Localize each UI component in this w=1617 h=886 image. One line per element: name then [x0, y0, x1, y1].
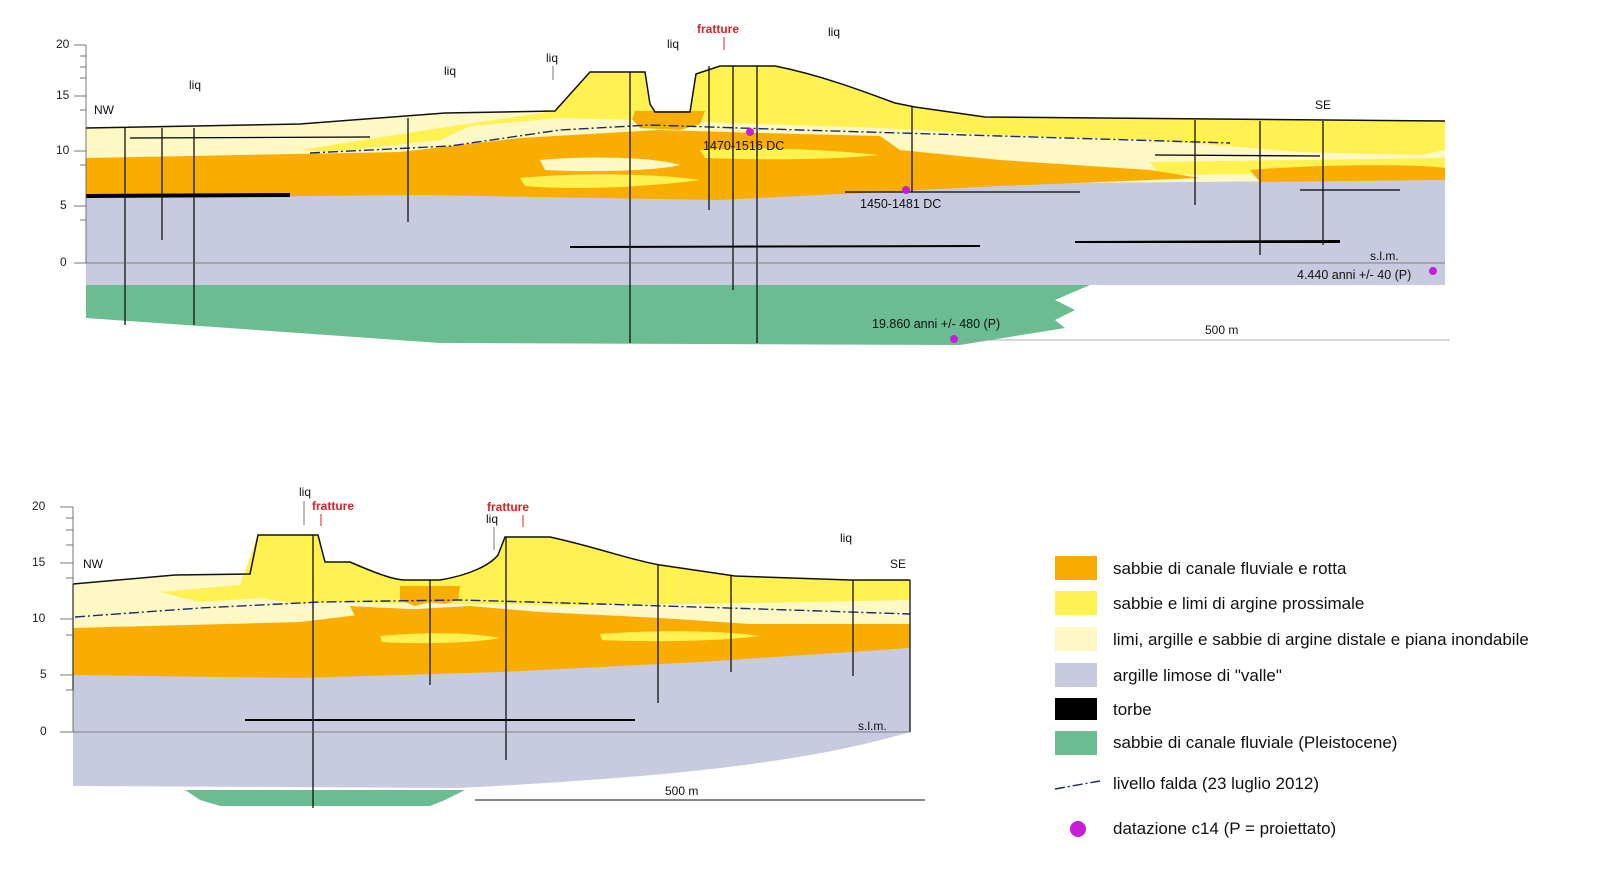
nw-label: NW — [83, 557, 104, 571]
se-label: SE — [890, 557, 906, 571]
prossimale-layer-2 — [160, 535, 910, 605]
valle-layer-1 — [86, 180, 1445, 285]
se-label: SE — [1315, 98, 1331, 112]
liq-label: liq — [486, 512, 498, 526]
nw-label: NW — [94, 103, 115, 117]
ground-surface-2 — [72, 534, 910, 585]
ground-surface-1 — [85, 65, 1446, 129]
date-label: 1450-1481 DC — [860, 197, 941, 211]
y-tick-label: 5 — [40, 667, 47, 681]
legend-label: sabbie di canale fluviale (Pleistocene) — [1113, 733, 1397, 752]
scale-label: 500 m — [1205, 323, 1238, 337]
liq-label: liq — [546, 51, 558, 65]
scale-label: 500 m — [665, 784, 698, 798]
legend-label: sabbie di canale fluviale e rotta — [1113, 559, 1347, 578]
legend: sabbie di canale fluviale e rotta sabbie… — [1054, 556, 1529, 838]
legend-swatch-pleistocene — [1055, 731, 1097, 755]
legend-label: limi, argille e sabbie di argine distale… — [1113, 630, 1529, 649]
prossimale-finger-2b — [600, 631, 760, 642]
y-tick-label: 15 — [32, 555, 46, 569]
liq-label: liq — [444, 64, 456, 78]
legend-swatch-valle — [1055, 663, 1097, 687]
legend-swatch-c14 — [1070, 821, 1086, 837]
legend-label: sabbie e limi di argine prossimale — [1113, 594, 1364, 613]
prossimale-finger-1c — [700, 148, 880, 160]
prossimale-finger-2a — [380, 633, 500, 644]
fratture-label: fratture — [697, 22, 739, 36]
date-label: 4.440 anni +/- 40 (P) — [1297, 268, 1411, 282]
section-2: 20 15 10 5 0 NW SE s.l.m. 500 m liq frat… — [32, 485, 925, 808]
legend-swatch-torbe — [1055, 698, 1097, 720]
water-table-1 — [309, 124, 1231, 154]
date-label: 1470-1516 DC — [703, 139, 784, 153]
liq-label: liq — [189, 78, 201, 92]
fratture-label: fratture — [487, 500, 529, 514]
torbe-1a — [86, 193, 290, 198]
y-ticks-1 — [74, 44, 86, 264]
pleistocene-layer-1 — [86, 285, 1090, 345]
torbe-1e — [1154, 154, 1321, 157]
date-label: 19.860 anni +/- 480 (P) — [872, 317, 1000, 331]
liq-label: liq — [840, 531, 852, 545]
slm-label: s.l.m. — [858, 719, 887, 733]
legend-label: datazione c14 (P = proiettato) — [1113, 819, 1336, 838]
y-tick-label: 15 — [56, 88, 70, 102]
liq-label: liq — [299, 485, 311, 499]
legend-label: torbe — [1113, 700, 1152, 719]
legend-swatch-falda — [1054, 780, 1101, 790]
torbe-1c — [1075, 240, 1340, 243]
section-1: 20 15 10 5 0 NW SE s.l.m. 500 m fratture… — [56, 22, 1450, 345]
canale-lens-1b — [1250, 165, 1445, 182]
slm-label: s.l.m. — [1370, 249, 1399, 263]
distale-finger-1a — [540, 157, 680, 172]
y-tick-label: 10 — [32, 611, 46, 625]
boreholes-2 — [72, 535, 911, 808]
prossimale-layer-1 — [300, 66, 1445, 155]
canale-lens-2b — [350, 606, 560, 624]
legend-label: livello falda (23 luglio 2012) — [1113, 774, 1319, 793]
c14-dots-1 — [746, 128, 1437, 343]
y-tick-label: 20 — [32, 499, 46, 513]
prossimale-finger-1b — [520, 174, 700, 188]
boreholes-1 — [124, 66, 1324, 343]
torbe-1b — [570, 245, 980, 248]
y-tick-label: 20 — [56, 37, 70, 51]
legend-swatch-canale — [1055, 556, 1097, 580]
y-tick-label: 5 — [60, 198, 67, 212]
liq-label: liq — [828, 25, 840, 39]
legend-swatch-prossimale — [1055, 591, 1097, 615]
pleistocene-layer-2 — [185, 790, 465, 806]
liq-label: liq — [667, 37, 679, 51]
torbe-1d — [129, 136, 371, 139]
legend-swatch-distale — [1055, 627, 1097, 651]
fratture-label: fratture — [312, 499, 354, 513]
water-table-2 — [74, 599, 911, 618]
valle-layer-2 — [73, 648, 910, 788]
y-tick-label: 0 — [40, 724, 47, 738]
canale-lens-1c — [632, 111, 705, 130]
y-tick-label: 0 — [60, 255, 67, 269]
y-ticks-2 — [60, 506, 73, 733]
canale-layer-2 — [73, 606, 910, 678]
legend-label: argille limose di "valle" — [1113, 666, 1282, 685]
y-tick-label: 10 — [56, 143, 70, 157]
